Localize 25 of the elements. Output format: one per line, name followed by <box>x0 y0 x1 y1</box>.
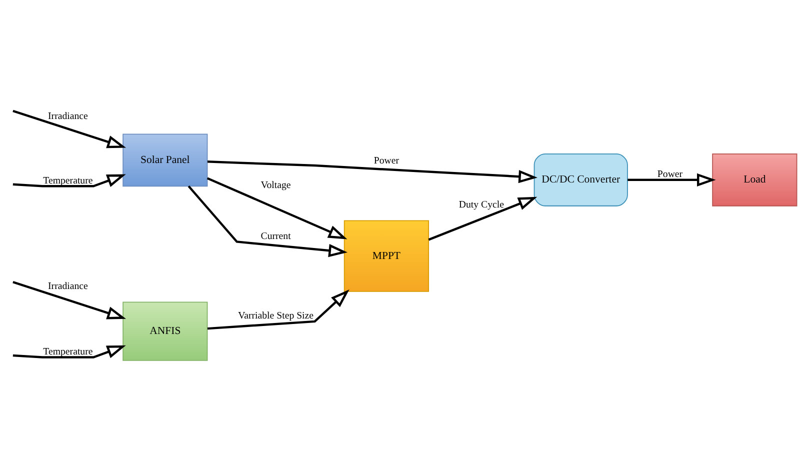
node-box: MPPT <box>344 220 430 292</box>
edge-label: Temperature <box>43 174 93 186</box>
edge-label: Current <box>260 230 291 242</box>
node-box: Solar Panel <box>122 133 208 186</box>
edge-label: Irradiance <box>48 280 88 292</box>
node-box: DC/DC Converter <box>534 152 628 206</box>
edge-label: Power <box>374 155 400 166</box>
arrow <box>12 344 126 358</box>
arrow <box>188 184 348 257</box>
arrow <box>207 160 538 183</box>
edge-label: Irradiance <box>48 110 88 122</box>
node-box: ANFIS <box>122 301 208 360</box>
arrow <box>428 196 538 240</box>
arrow <box>12 109 126 148</box>
arrow <box>207 289 350 330</box>
edge-label: Duty Cycle <box>458 198 504 210</box>
edge-label: Varriable Step Size <box>238 310 314 322</box>
edge-label: Temperature <box>43 346 93 357</box>
arrow <box>12 280 126 319</box>
arrow <box>206 176 348 239</box>
edge-label: Voltage <box>260 179 291 190</box>
arrow <box>628 172 716 186</box>
edge-label: Power <box>657 168 683 180</box>
node-box: Load <box>712 152 798 206</box>
arrow <box>12 174 126 187</box>
